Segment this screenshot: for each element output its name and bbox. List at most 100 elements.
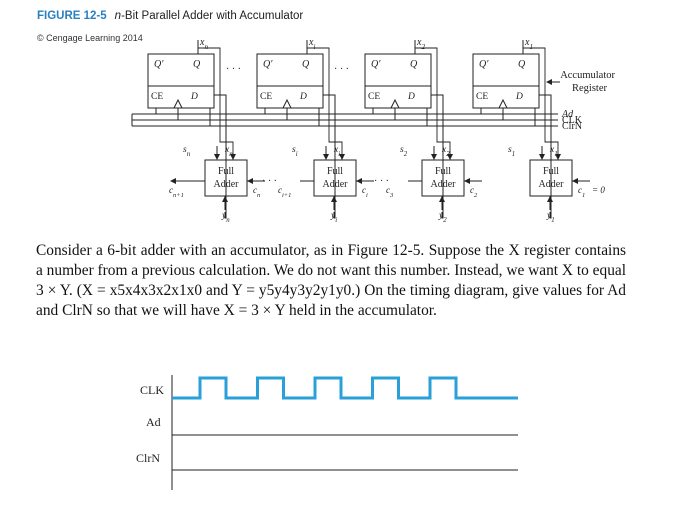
- flip-flop-4: Q′ Q CE Dx1: [472, 37, 559, 219]
- problem-statement: Consider a 6-bit adder with an accumulat…: [36, 242, 627, 319]
- adder-label-line1: Full: [218, 166, 234, 177]
- signal-label-clk: CLK: [562, 115, 583, 126]
- carry-out-label: cn+1: [169, 185, 184, 199]
- q-label: Q: [518, 59, 526, 70]
- x-label: x1: [549, 145, 558, 158]
- ellipsis: · · ·: [226, 64, 241, 75]
- s-label: s2: [400, 145, 408, 158]
- x-label: xi: [333, 145, 340, 158]
- sum-to-d-wire: [539, 94, 552, 219]
- sum-to-d-wire: [323, 94, 336, 219]
- accumulator-arrow: [546, 79, 552, 85]
- ce-label: CE: [151, 92, 163, 102]
- carry-in-label: c1: [578, 185, 585, 199]
- adder-label-line2: Adder: [214, 179, 240, 190]
- q-label: Q: [410, 59, 418, 70]
- adder-label-line1: Full: [327, 166, 343, 177]
- q-label: Q: [302, 59, 310, 70]
- y-label: y2: [438, 211, 447, 224]
- q-label: Q: [193, 59, 201, 70]
- carry-out-label: c3: [386, 185, 394, 199]
- adder-ellipsis-1: · · ·: [262, 176, 277, 187]
- carry-out-final-arrow: [170, 178, 176, 184]
- sum-to-d-wire: [214, 94, 227, 219]
- carry-in-arrow: [464, 178, 470, 184]
- top-x-label: x1: [524, 37, 533, 51]
- y-label: y1: [546, 211, 555, 224]
- clock-triangle: [282, 98, 292, 109]
- adder-label-line2: Adder: [539, 179, 565, 190]
- top-x-label: xn: [199, 37, 208, 51]
- q-to-adder-wire: [306, 47, 343, 160]
- s-input-arrow: [431, 154, 437, 160]
- carry-in-arrow: [356, 178, 362, 184]
- flip-flop-3: Q′ Q CE Dx2: [364, 37, 451, 219]
- x-label: x2: [441, 145, 450, 158]
- d-label: D: [190, 92, 198, 102]
- flip-flop-box: [256, 53, 324, 109]
- figure-number: FIGURE 12-5: [37, 10, 107, 22]
- s-label: s1: [508, 145, 515, 158]
- adder-label-line1: Full: [435, 166, 451, 177]
- copyright-credit: © Cengage Learning 2014: [37, 33, 143, 43]
- carry-in-arrow: [247, 178, 253, 184]
- x-input-arrow: [555, 154, 561, 160]
- figure-caption: FIGURE 12-5 n-Bit Parallel Adder with Acc…: [37, 10, 303, 22]
- x-input-arrow: [447, 154, 453, 160]
- clock-triangle: [390, 98, 400, 109]
- y-input-arrow: [331, 196, 337, 202]
- q-bar-label: Q′: [263, 59, 273, 70]
- adder-box: [529, 159, 573, 197]
- q-to-adder-wire: [522, 47, 559, 160]
- d-label: D: [299, 92, 307, 102]
- signal-label-clrn: ClrN: [562, 121, 582, 132]
- q-bar-label: Q′: [479, 59, 489, 70]
- carry-in-label: cn: [253, 185, 260, 199]
- y-label: yn: [221, 211, 230, 224]
- figure-title: -Bit Parallel Adder with Accumulator: [121, 10, 304, 22]
- clock-triangle: [498, 98, 508, 109]
- timing-label-clrn: ClrN: [136, 451, 160, 465]
- s-input-arrow: [539, 154, 545, 160]
- register-text: Register: [572, 83, 607, 94]
- adder-label-line2: Adder: [323, 179, 349, 190]
- timing-label-ad: Ad: [146, 415, 161, 429]
- d-label: D: [515, 92, 523, 102]
- y-label: yi: [330, 211, 337, 224]
- x-input-arrow: [230, 154, 236, 160]
- timing-label-clk: CLK: [140, 383, 164, 397]
- top-x-label: xi: [308, 37, 315, 51]
- figure-title-variable: n: [114, 10, 122, 22]
- adder-box: [313, 159, 357, 197]
- adder-box: [421, 159, 465, 197]
- carry-in-arrow: [572, 178, 578, 184]
- q-to-adder-wire: [197, 47, 234, 160]
- flip-flop-2: Q′ Q CE Dxi: [256, 37, 343, 219]
- ce-label: CE: [476, 92, 488, 102]
- s-input-arrow: [214, 154, 220, 160]
- adder-box: [204, 159, 248, 197]
- top-x-label: x2: [416, 37, 425, 51]
- sum-to-d-wire: [431, 94, 444, 219]
- clock-triangle: [173, 98, 183, 109]
- y-input-arrow: [222, 196, 228, 202]
- adder-label-line1: Full: [543, 166, 559, 177]
- ce-label: CE: [260, 92, 272, 102]
- carry-in-label: c2: [470, 185, 478, 199]
- x-input-arrow: [339, 154, 345, 160]
- y-input-arrow: [547, 196, 553, 202]
- clock-waveform: [172, 376, 518, 400]
- d-label: D: [407, 92, 415, 102]
- flip-flop-box: [147, 53, 215, 109]
- flip-flop-box: [472, 53, 540, 109]
- carry-in-label: ci: [362, 185, 368, 199]
- y-input-arrow: [439, 196, 445, 202]
- flip-flop-box: [364, 53, 432, 109]
- q-bar-label: Q′: [371, 59, 381, 70]
- s-label: sn: [183, 145, 191, 158]
- ce-label: CE: [368, 92, 380, 102]
